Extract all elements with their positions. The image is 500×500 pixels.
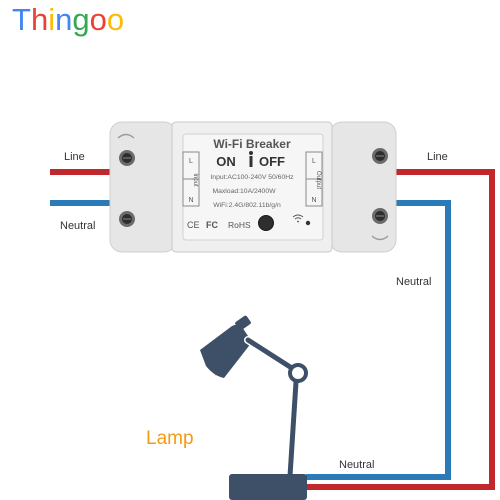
brand-logo: Thingoo — [12, 2, 124, 38]
right-neutral-screw — [372, 208, 388, 224]
power-toggle-icon — [249, 151, 253, 167]
lamp-joint — [288, 363, 308, 383]
input-terminal-n: N — [188, 197, 193, 204]
logo-letter: g — [72, 2, 90, 37]
lamp-base — [229, 474, 307, 500]
rohs-mark: RoHS — [228, 220, 251, 230]
ce-mark: CE — [187, 220, 200, 230]
left-neutral-screw — [119, 211, 135, 227]
status-led — [305, 220, 311, 226]
right-line-wire — [306, 167, 497, 492]
right-neutral-label: Neutral — [396, 276, 431, 288]
left-line-label: Line — [64, 151, 85, 163]
wifi-breaker-device: Wi-Fi Breaker ON OFF Input:AC100-240V 50… — [109, 121, 397, 253]
spec-wifi: WiFi:2.4G/802.11b/g/n — [213, 202, 281, 209]
left-line-screw — [119, 150, 135, 166]
left-cap-mark — [117, 133, 135, 139]
fc-mark: FC — [206, 220, 218, 230]
pair-button[interactable] — [258, 215, 274, 231]
wifi-status-icon — [292, 214, 304, 223]
spec-maxload: Maxload:10A/2400W — [212, 188, 276, 195]
logo-letter: h — [30, 2, 49, 37]
logo-letter: i — [48, 2, 56, 37]
right-end-cap — [329, 121, 397, 253]
input-side-label: Input — [192, 173, 198, 187]
output-terminal-l: L — [312, 158, 316, 165]
output-side-label: Output — [315, 171, 321, 189]
logo-letter: o — [106, 2, 125, 37]
logo-letter: o — [89, 2, 107, 37]
logo-letter: n — [55, 2, 73, 37]
device-title: Wi-Fi Breaker — [213, 137, 291, 151]
right-line-screw — [372, 148, 388, 164]
lamp-shade — [200, 324, 252, 378]
on-label: ON — [216, 154, 236, 169]
left-end-cap — [109, 121, 177, 253]
spec-input: Input:AC100-240V 50/60Hz — [210, 174, 294, 181]
right-line-label: Line — [427, 151, 448, 163]
right-neutral-wire — [306, 198, 453, 482]
desk-lamp — [200, 315, 308, 500]
off-label: OFF — [259, 154, 285, 169]
output-terminal-n: N — [311, 197, 316, 204]
input-terminal-l: L — [189, 158, 193, 165]
lamp-lower-arm — [287, 379, 299, 479]
lamp-upper-arm — [245, 337, 301, 375]
logo-letter: T — [12, 2, 31, 37]
right-cap-mark — [371, 235, 389, 241]
left-neutral-label: Neutral — [60, 220, 95, 232]
bottom-neutral-label: Neutral — [339, 459, 374, 471]
lamp-shade-cap — [235, 315, 251, 331]
lamp-label: Lamp — [146, 428, 194, 449]
